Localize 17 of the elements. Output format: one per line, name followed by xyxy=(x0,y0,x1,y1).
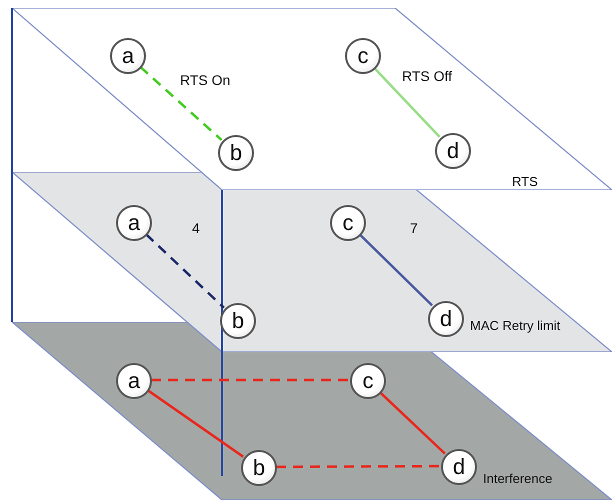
layer-label: RTS xyxy=(512,174,538,189)
edge-label: 7 xyxy=(408,220,420,236)
layer-plane xyxy=(12,8,612,190)
connector-line xyxy=(145,233,225,309)
connector-line xyxy=(276,464,440,468)
connector-line xyxy=(140,66,222,141)
connector-line xyxy=(147,389,244,458)
layer-label: Interference xyxy=(483,471,552,486)
layer-plane xyxy=(12,172,612,352)
connector-line xyxy=(374,67,440,138)
connector-line xyxy=(151,378,349,382)
connector-line xyxy=(359,234,433,306)
edge-label: RTS Off xyxy=(400,68,454,84)
layer-label: MAC Retry limit xyxy=(470,318,560,333)
edge-label: RTS On xyxy=(178,72,232,88)
edge-label: 4 xyxy=(190,220,202,236)
connector-line xyxy=(379,392,446,454)
